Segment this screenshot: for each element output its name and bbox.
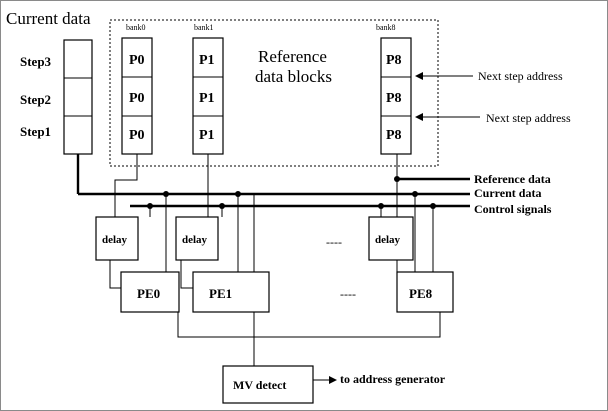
block-label: P1 [199, 128, 215, 143]
output-label: to address generator [340, 372, 446, 386]
mv-detect-block [222, 365, 314, 404]
junction-dots [147, 176, 436, 209]
block-label: P8 [386, 128, 402, 143]
pe-block [192, 271, 270, 313]
reference-blocks-label: data blocks [255, 67, 332, 86]
delay-label: delay [375, 234, 401, 246]
delay-label: delay [102, 234, 128, 246]
bus-lines [76, 154, 470, 208]
step-label: Step1 [20, 124, 51, 139]
bank-label: bank0 [126, 23, 146, 32]
signal-wires [109, 154, 441, 366]
pe-label: PE8 [409, 286, 433, 301]
block-label: P0 [129, 53, 145, 68]
block-label: P8 [386, 53, 402, 68]
next-step-label: Next step address [478, 69, 563, 83]
bank-label: bank1 [194, 23, 214, 32]
next-step-label: Next step address [486, 111, 571, 125]
pe-label: PE0 [137, 286, 160, 301]
delay-block [95, 216, 139, 261]
bank-column [121, 37, 153, 155]
bank-label: bank8 [376, 23, 396, 32]
block-label: P1 [199, 91, 215, 106]
bank-column [380, 37, 412, 155]
bus-label-control: Control signals [474, 202, 552, 216]
delay-block [368, 216, 414, 261]
mv-detect-label: MV detect [233, 378, 286, 392]
ellipsis: ---- [326, 235, 342, 249]
current-data-title: Current data [6, 9, 91, 28]
block-label: P0 [129, 91, 145, 106]
block-label: P0 [129, 128, 145, 143]
reference-blocks-label: Reference [258, 47, 327, 66]
bus-label-reference: Reference data [474, 172, 551, 186]
delay-label: delay [182, 234, 208, 246]
pe-block [396, 271, 454, 313]
delay-block [175, 216, 219, 261]
step-label: Step2 [20, 92, 51, 107]
step-label: Step3 [20, 54, 52, 69]
current-data-memory [63, 39, 93, 155]
reference-region [109, 19, 439, 167]
block-label: P8 [386, 91, 402, 106]
block-label: P1 [199, 53, 215, 68]
bus-label-current: Current data [474, 186, 541, 200]
ellipsis: ---- [340, 287, 356, 301]
pe-block [120, 271, 180, 313]
bank-column [192, 37, 224, 155]
pe-label: PE1 [209, 286, 232, 301]
